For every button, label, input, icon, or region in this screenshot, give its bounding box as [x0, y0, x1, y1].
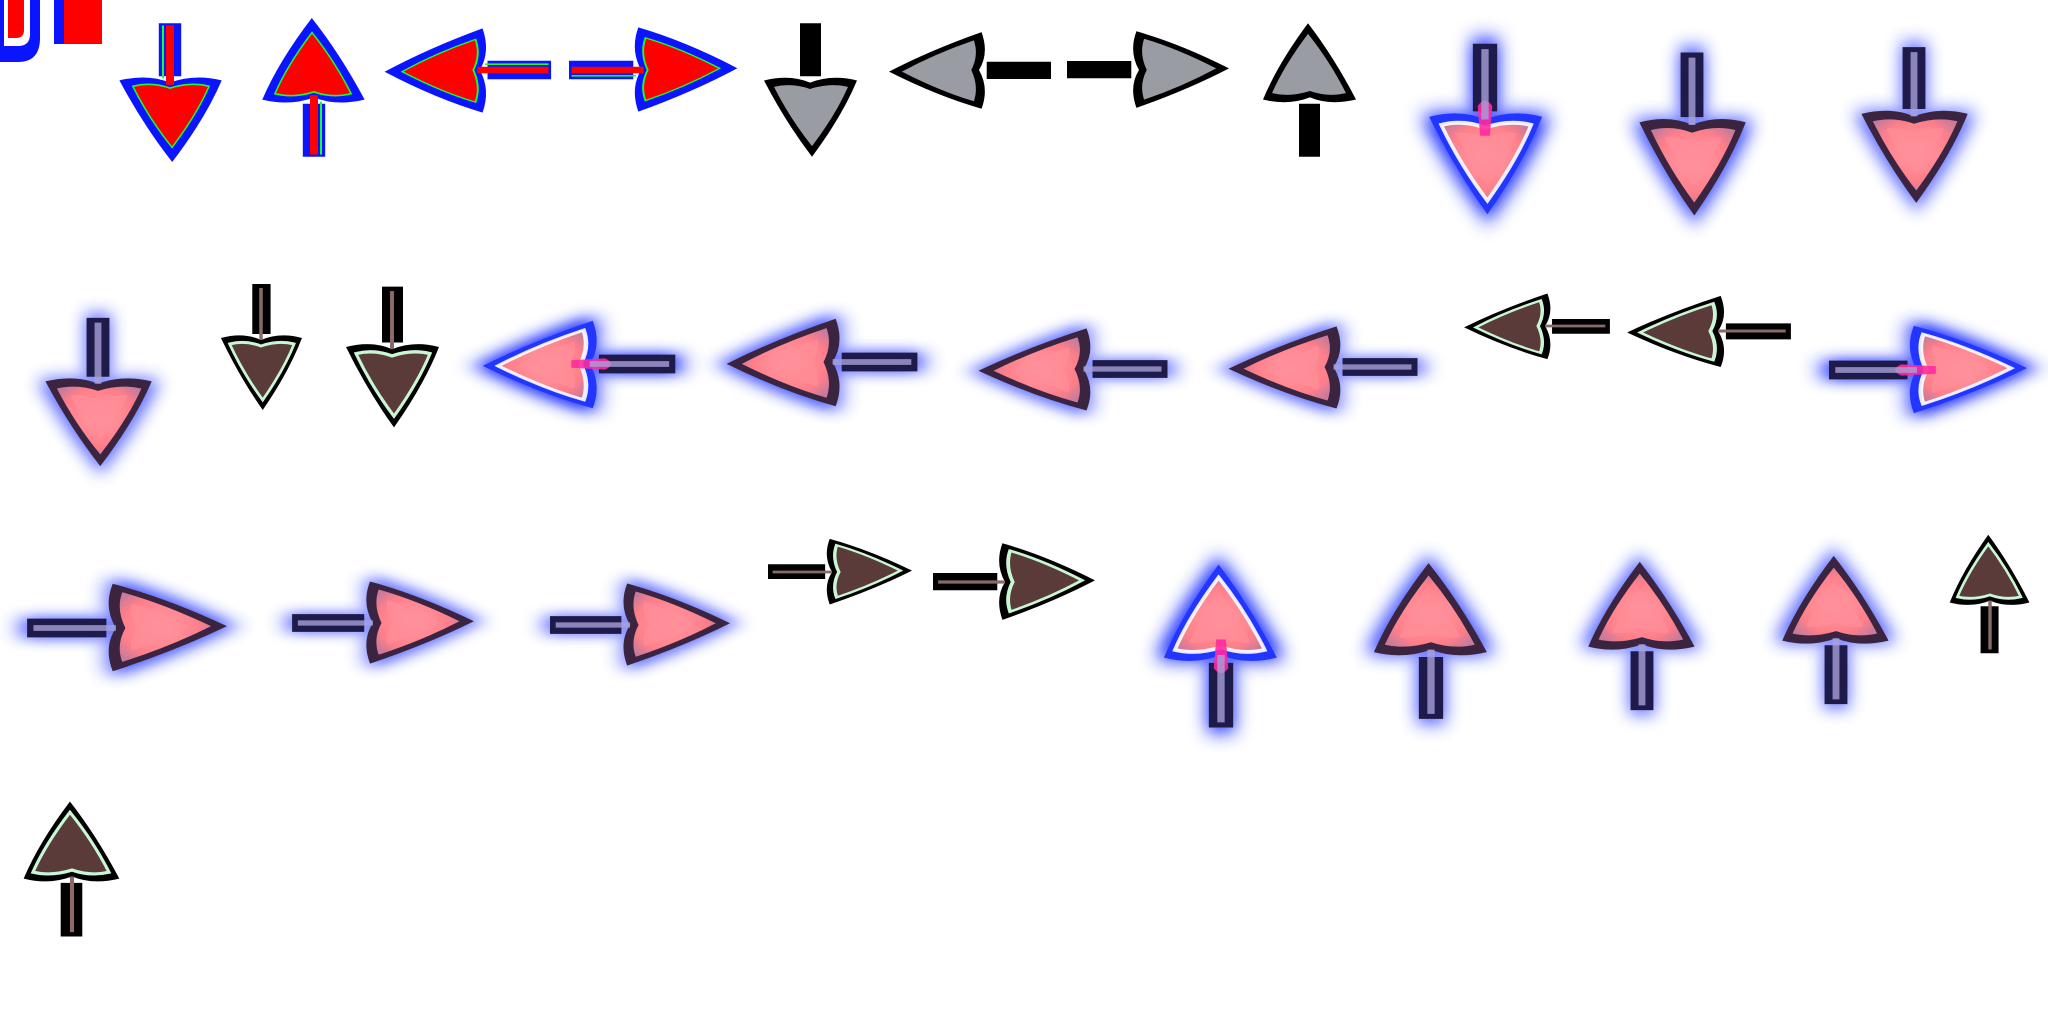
- arrow-right-icon: [1058, 0, 1238, 140]
- arrow-right-icon: [282, 548, 484, 698]
- arrow-down-icon: [1400, 14, 1570, 244]
- arrow-up-icon: [1562, 536, 1722, 736]
- mask-chip-icon: [0, 0, 102, 64]
- arrow-up-icon: [1346, 536, 1516, 746]
- arrow-up-icon: [1240, 0, 1380, 180]
- arrow-down-icon: [1612, 24, 1772, 244]
- arrow-right-icon: [924, 512, 1104, 652]
- arrow-right-icon: [560, 0, 740, 140]
- arrow-up-icon: [0, 778, 144, 960]
- arrow-left-icon: [968, 294, 1178, 444]
- arrow-right-icon: [16, 548, 238, 708]
- arrow-up-icon: [1930, 514, 2048, 674]
- arrow-left-icon: [880, 0, 1060, 140]
- arrow-left-icon: [472, 284, 686, 444]
- arrow-down-icon: [18, 292, 178, 492]
- arrow-up-icon: [1136, 536, 1306, 756]
- arrow-left-icon: [716, 282, 928, 442]
- arrow-left-icon: [1218, 292, 1428, 442]
- arrow-down-icon: [200, 262, 322, 432]
- arrow-left-icon: [1618, 266, 1800, 396]
- arrow-right-icon: [540, 550, 740, 700]
- arrow-down-icon: [100, 0, 240, 180]
- arrow-up-icon: [244, 0, 384, 180]
- arrow-right-icon: [1818, 290, 2038, 450]
- arrow-left-icon: [382, 0, 560, 140]
- arrow-down-icon: [740, 0, 880, 180]
- arrow-right-icon: [760, 512, 920, 632]
- arrow-down-icon: [1834, 20, 1994, 230]
- arrow-up-icon: [1756, 530, 1916, 730]
- arrow-left-icon: [1456, 266, 1618, 386]
- arrow-down-icon: [322, 262, 462, 452]
